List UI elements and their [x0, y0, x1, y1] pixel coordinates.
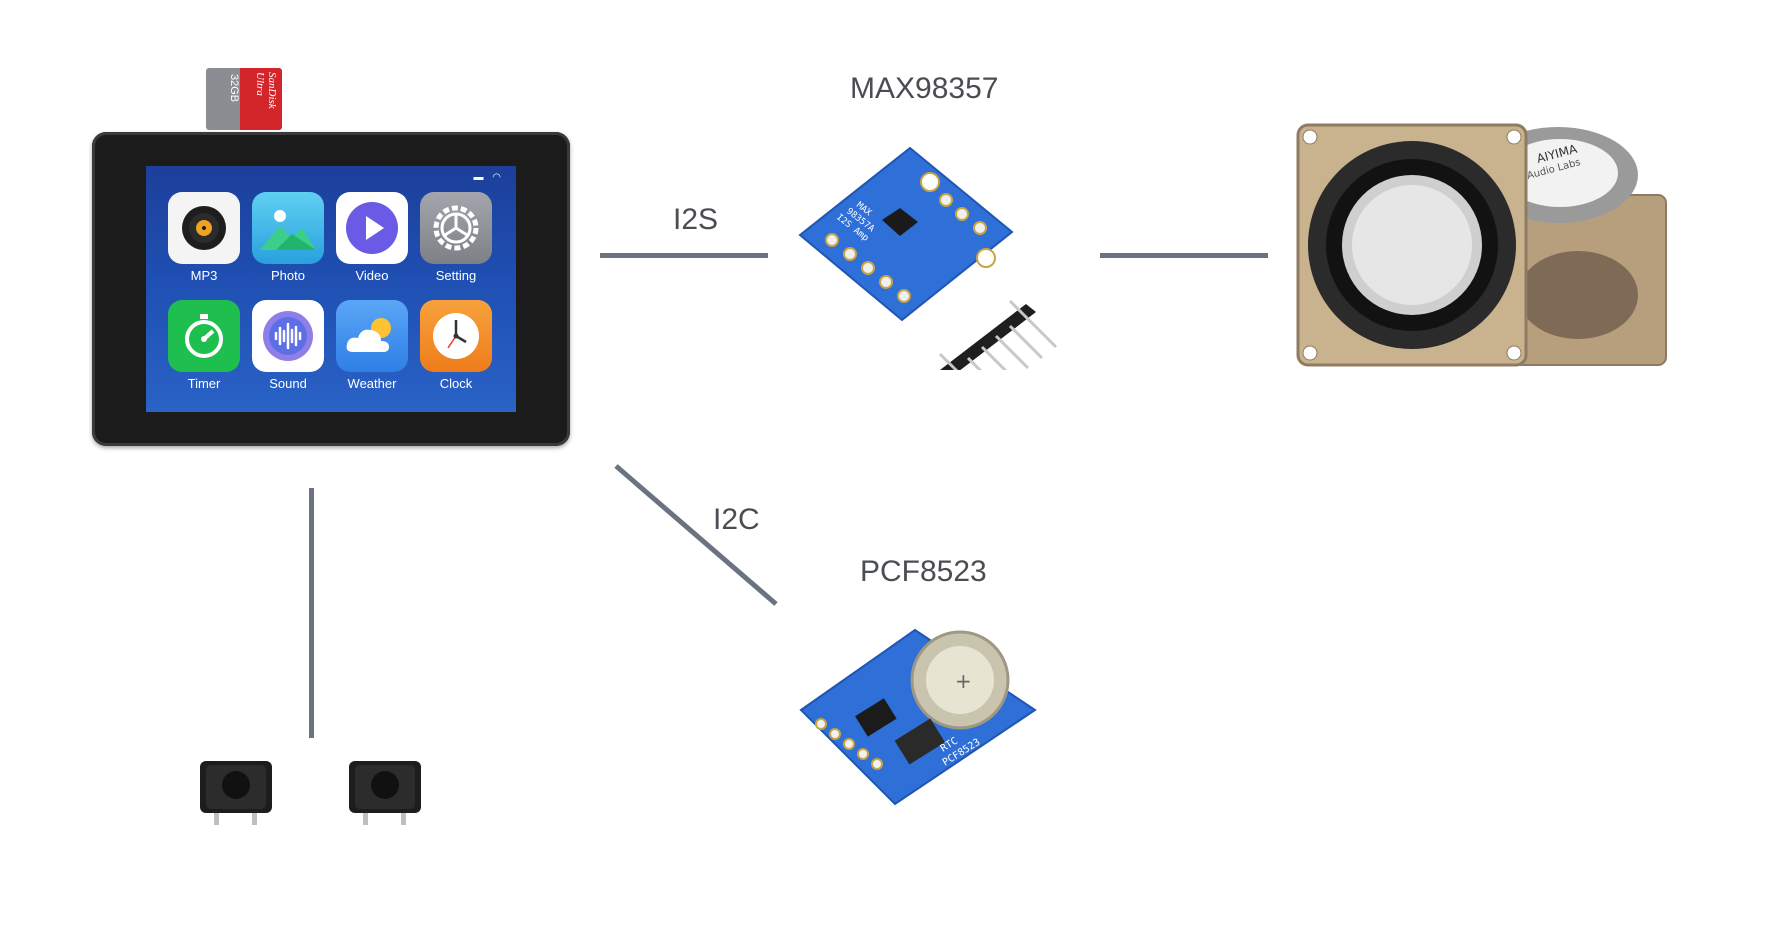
- speaker: AIYIMA Audio Labs: [1296, 123, 1667, 367]
- sd-card-capacity: 32GB: [228, 74, 240, 103]
- app-tile-photo[interactable]: [252, 192, 324, 264]
- status-bar-icons: ▬ ◠: [473, 172, 504, 183]
- svg-text:+: +: [955, 669, 972, 693]
- pcf8523-rtc-board: + RTC PCF8523: [799, 628, 1037, 806]
- amplifier-title: MAX98357: [850, 72, 999, 105]
- app-tile-clock[interactable]: [420, 300, 492, 372]
- play-icon: [346, 202, 398, 254]
- gear-icon: [433, 205, 479, 251]
- mountain-photo-icon: [260, 210, 316, 250]
- tactile-button-left: [200, 761, 272, 825]
- app-tile-video[interactable]: [336, 192, 408, 264]
- stopwatch-icon: [185, 314, 223, 358]
- app-tile-setting[interactable]: [420, 192, 492, 264]
- max98357-amplifier-board: MAX 98357A I2S Amp: [798, 146, 1058, 370]
- i2s-label: I2S: [673, 203, 719, 236]
- touchscreen-device: ▬ ◠ MP3 Photo Video: [92, 132, 570, 446]
- sd-card-brand: SanDisk Ultra: [242, 72, 278, 126]
- app-label-weather: Weather: [347, 376, 397, 391]
- connector-device-to-amplifier: [600, 253, 768, 258]
- app-label-timer: Timer: [187, 376, 221, 391]
- app-tile-timer[interactable]: [168, 300, 240, 372]
- tactile-button-right: [349, 761, 421, 825]
- cloud-sun-icon: [346, 318, 391, 352]
- sd-card: 32GB SanDisk Ultra: [206, 68, 282, 130]
- app-label-sound: Sound: [269, 376, 307, 391]
- app-tile-sound[interactable]: [252, 300, 324, 372]
- clock-icon: [433, 313, 479, 359]
- app-label-photo: Photo: [271, 268, 305, 283]
- i2c-label: I2C: [713, 503, 760, 536]
- sound-wave-icon: [263, 311, 313, 361]
- connector-device-to-buttons: [309, 488, 314, 738]
- app-tile-weather[interactable]: [336, 300, 408, 372]
- connector-amplifier-to-speaker: [1100, 253, 1268, 258]
- sd-card-brand-name: SanDisk: [266, 72, 278, 109]
- app-tile-mp3[interactable]: [168, 192, 240, 264]
- app-label-video: Video: [355, 268, 389, 283]
- vinyl-record-icon: [182, 206, 226, 250]
- app-label-clock: Clock: [439, 376, 473, 391]
- device-screen: ▬ ◠ MP3 Photo Video: [146, 166, 516, 412]
- app-label-mp3: MP3: [190, 268, 218, 283]
- app-label-setting: Setting: [435, 268, 477, 283]
- connector-device-to-rtc: [614, 464, 778, 606]
- rtc-title: PCF8523: [860, 555, 987, 588]
- sd-card-line: Ultra: [254, 72, 266, 96]
